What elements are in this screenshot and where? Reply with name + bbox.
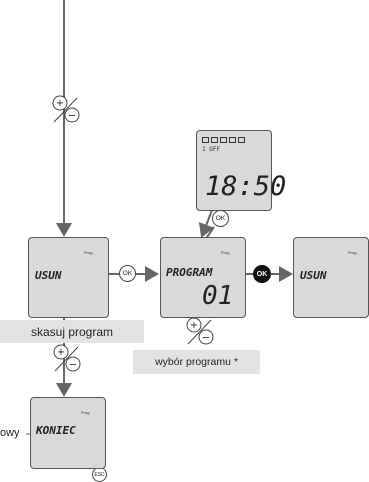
esc-button[interactable]: ESC [92, 467, 107, 482]
svg-text:+: + [57, 347, 65, 358]
ok-button-1[interactable]: OK [119, 265, 136, 282]
label-skasuj-program: skasuj program [0, 320, 144, 343]
program-number: 01 [202, 281, 234, 311]
lcd-usun-left: Prog USUN [28, 237, 109, 318]
prog-indicator: Prog [84, 250, 93, 255]
plus-minus-icon-bottom[interactable]: + − [51, 343, 83, 375]
clock-time: 18:50 [205, 171, 287, 202]
svg-text:+: + [190, 320, 198, 331]
day-indicators [202, 137, 245, 143]
side-text-fragment: owy [0, 427, 20, 439]
svg-text:−: − [68, 111, 76, 122]
off-label: 1 OFF [202, 146, 221, 153]
svg-text:−: − [69, 360, 77, 371]
label-wybor-programu: wybór programu * [133, 350, 260, 374]
koniec-word: KONIEC [36, 424, 76, 437]
ok-button-up[interactable]: OK [212, 210, 229, 227]
prog-indicator: Prog [221, 250, 230, 255]
plus-minus-icon-top[interactable]: + − [50, 94, 82, 126]
svg-text:+: + [56, 98, 64, 109]
program-word: PROGRAM [166, 266, 213, 279]
usun-word: USUN [35, 269, 62, 282]
ok-button-filled[interactable]: OK [253, 265, 271, 283]
prog-indicator: Prog [81, 410, 90, 415]
usun-word: USUN [300, 269, 327, 282]
lcd-clock: 1 OFF 18:50 [196, 130, 286, 211]
plus-minus-icon-middle[interactable]: + − [184, 316, 216, 348]
prog-indicator: Prog [348, 250, 357, 255]
lcd-program: Prog PROGRAM 01 [160, 237, 246, 318]
lcd-usun-right: Prog USUN [293, 237, 369, 318]
lcd-koniec: Prog KONIEC [30, 397, 106, 469]
svg-text:−: − [202, 333, 210, 344]
